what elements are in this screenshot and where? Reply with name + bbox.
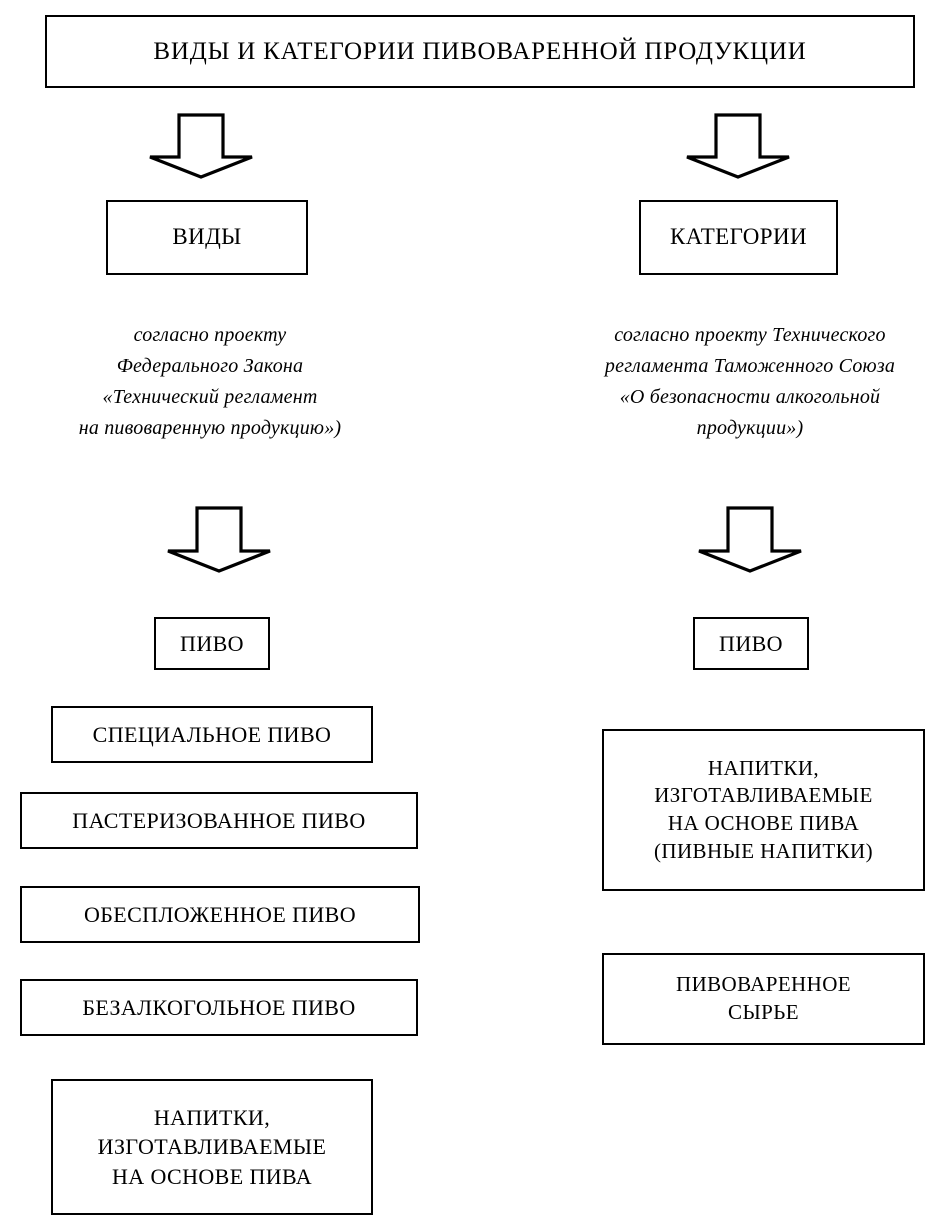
left-item-label-4: БЕЗАЛКОГОЛЬНОЕ ПИВО	[82, 994, 356, 1020]
left-item-label-2: ПАСТЕРИЗОВАННОЕ ПИВО	[72, 807, 366, 833]
down-arrow-icon-mid-right	[696, 506, 804, 574]
left-item-label-3: ОБЕСПЛОЖЕННОЕ ПИВО	[83, 901, 357, 927]
root-node-right: ПИВО	[693, 617, 809, 670]
left-item-box-5: НАПИТКИ, ИЗГОТАВЛИВАЕМЫЕ НА ОСНОВЕ ПИВА	[51, 1079, 373, 1215]
left-item-box-2: ПАСТЕРИЗОВАННОЕ ПИВО	[20, 792, 418, 849]
right-item-box-1: НАПИТКИ, ИЗГОТАВЛИВАЕМЫЕ НА ОСНОВЕ ПИВА …	[602, 729, 925, 891]
page-title: ВИДЫ И КАТЕГОРИИ ПИВОВАРЕННОЙ ПРОДУКЦИИ	[153, 38, 807, 65]
root-node-left-label: ПИВО	[180, 630, 244, 656]
left-item-box-4: БЕЗАЛКОГОЛЬНОЕ ПИВО	[20, 979, 418, 1036]
right-item-label-2: ПИВОВАРЕННОЕ СЫРЬЕ	[676, 972, 851, 1024]
root-node-left: ПИВО	[154, 617, 270, 670]
left-item-box-3: ОБЕСПЛОЖЕННОЕ ПИВО	[20, 886, 420, 943]
left-item-label-1: СПЕЦИАЛЬНОЕ ПИВО	[92, 721, 332, 747]
down-arrow-icon-top-right	[684, 113, 792, 180]
right-item-box-2: ПИВОВАРЕННОЕ СЫРЬЕ	[602, 953, 925, 1045]
left-item-label-5: НАПИТКИ, ИЗГОТАВЛИВАЕМЫЕ НА ОСНОВЕ ПИВА	[97, 1105, 327, 1189]
diagram-title-box: ВИДЫ И КАТЕГОРИИ ПИВОВАРЕННОЙ ПРОДУКЦИИ	[45, 15, 915, 88]
column-heading-left: ВИДЫ	[106, 200, 308, 275]
right-item-label-1: НАПИТКИ, ИЗГОТАВЛИВАЕМЫЕ НА ОСНОВЕ ПИВА …	[654, 755, 873, 863]
root-node-right-label: ПИВО	[719, 630, 783, 656]
left-item-box-1: СПЕЦИАЛЬНОЕ ПИВО	[51, 706, 373, 763]
column-note-right: согласно проекту Технического регламента…	[604, 324, 896, 439]
column-note-left: согласно проекту Федерального Закона «Те…	[78, 324, 342, 439]
down-arrow-icon-top-left	[147, 113, 255, 180]
column-heading-right: КАТЕГОРИИ	[639, 200, 838, 275]
column-heading-right-label: КАТЕГОРИИ	[670, 224, 807, 250]
column-heading-left-label: ВИДЫ	[172, 224, 242, 250]
down-arrow-icon-mid-left	[165, 506, 273, 574]
